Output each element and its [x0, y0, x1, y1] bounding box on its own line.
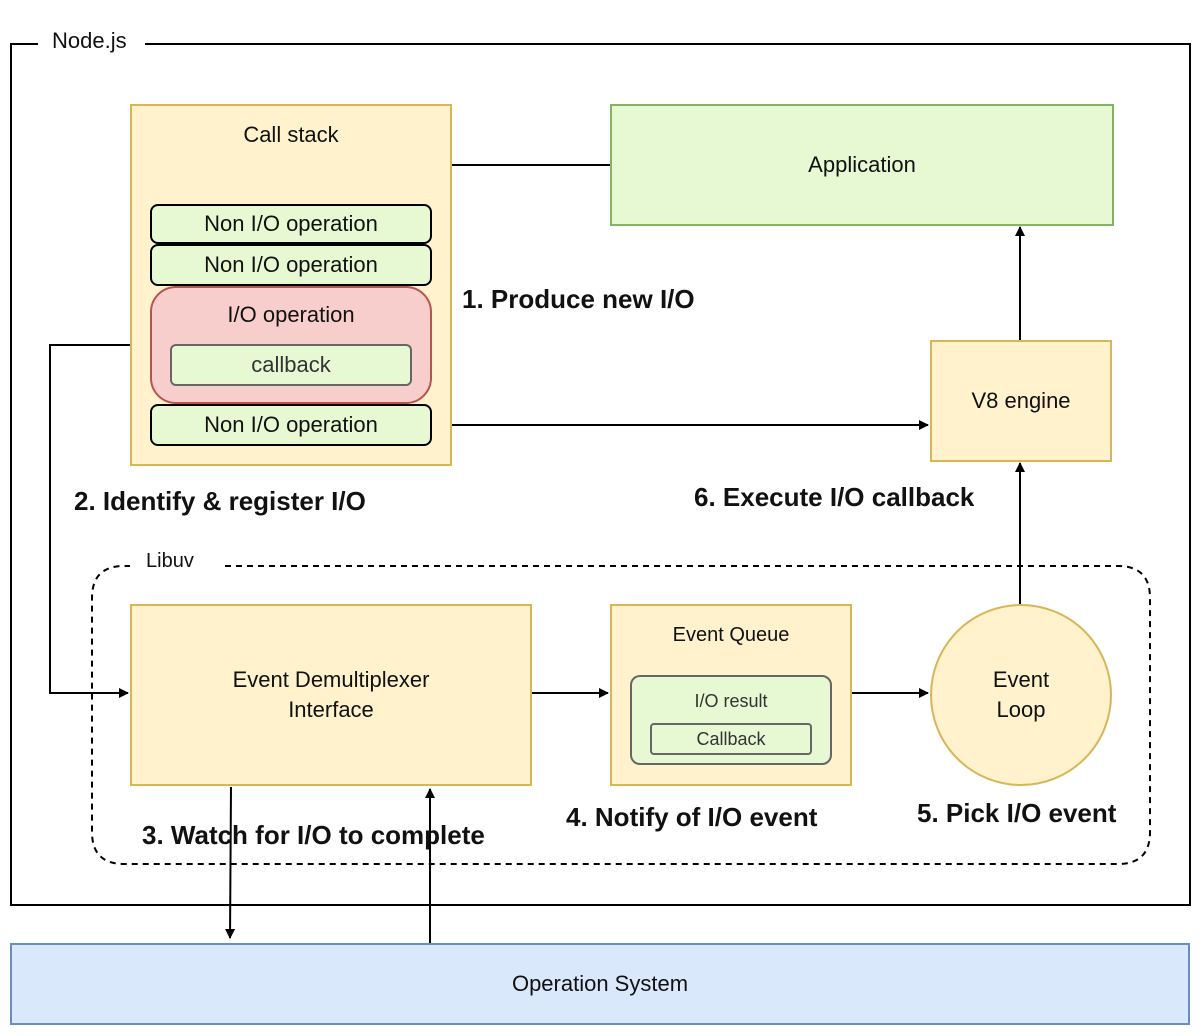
event-loop-line1: Event [992, 667, 1050, 692]
nodejs-title: Node.js [52, 28, 127, 53]
step-4-label: 4. Notify of I/O event [566, 802, 818, 832]
io-result-label: I/O result [694, 691, 768, 711]
callback-box: callback [170, 344, 412, 386]
arrow-io-to-demux [49, 344, 150, 698]
step-1-label: 1. Produce new I/O [462, 284, 695, 314]
step-2-label: 2. Identify & register I/O [74, 486, 366, 516]
event-loop: Event Loop [930, 604, 1112, 786]
step-3-label: 3. Watch for I/O to complete [142, 820, 485, 850]
demux-label-line1: Event Demultiplexer [232, 667, 430, 692]
step-6-label: 6. Execute I/O callback [694, 482, 975, 512]
non-io-operation-3: Non I/O operation [150, 404, 432, 446]
non-io-operation-1: Non I/O operation [150, 204, 432, 244]
event-queue-title: Event Queue [672, 624, 790, 646]
libuv-container [91, 565, 1151, 865]
operation-system: Operation System [10, 943, 1190, 1025]
arrow-demux-to-os [225, 786, 236, 939]
step-5-label: 5. Pick I/O event [917, 798, 1117, 828]
call-stack-title: Call stack [243, 122, 339, 147]
io-operation-label: I/O operation [227, 302, 355, 327]
nodejs-container [10, 43, 1191, 906]
event-loop-line2: Loop [996, 697, 1046, 722]
queue-callback-box: Callback [650, 723, 812, 755]
v8-engine-box: V8 engine [930, 340, 1112, 462]
non-io-operation-2: Non I/O operation [150, 244, 432, 286]
event-demultiplexer: Event Demultiplexer Interface [130, 604, 532, 786]
demux-label-line2: Interface [288, 697, 374, 722]
application-box: Application [610, 104, 1114, 226]
libuv-title: Libuv [146, 550, 194, 572]
